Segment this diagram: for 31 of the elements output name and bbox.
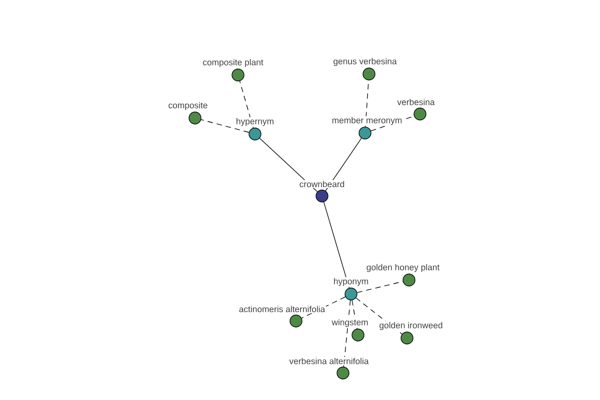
node-label: golden ironweed — [378, 321, 444, 331]
node-label: verbesina — [396, 98, 436, 106]
graph-node — [232, 68, 244, 82]
graph-node — [402, 274, 416, 286]
node-label: composite plant — [202, 58, 264, 68]
node-label: member meronym — [331, 116, 403, 126]
graph-node — [400, 332, 414, 344]
connector-line — [200, 119, 250, 133]
connector-line — [356, 281, 404, 293]
graph-node — [362, 68, 376, 80]
connector-line — [343, 300, 351, 368]
graph-node — [352, 328, 364, 342]
graph-node — [344, 288, 358, 300]
graph-node — [336, 366, 350, 380]
node-label: crownbeard — [298, 180, 346, 188]
node-label: golden honey plant — [366, 263, 440, 273]
node-label: composite — [167, 101, 209, 111]
graph-node — [290, 314, 302, 328]
node-label: actinomeris alternifolia — [238, 305, 326, 313]
node-label: wingstem — [330, 318, 370, 328]
graph-node — [414, 108, 426, 120]
node-label: hypernym — [235, 117, 275, 127]
connector-line — [239, 80, 254, 128]
node-label: genus verbesina — [332, 57, 398, 67]
graph-node — [248, 128, 262, 140]
graph-node — [188, 112, 202, 124]
graph-node — [358, 126, 372, 140]
graph-node — [316, 190, 328, 202]
connector-line — [323, 202, 350, 288]
node-label: verbesina alternifolia — [288, 357, 370, 365]
node-label: hyponym — [332, 277, 370, 287]
